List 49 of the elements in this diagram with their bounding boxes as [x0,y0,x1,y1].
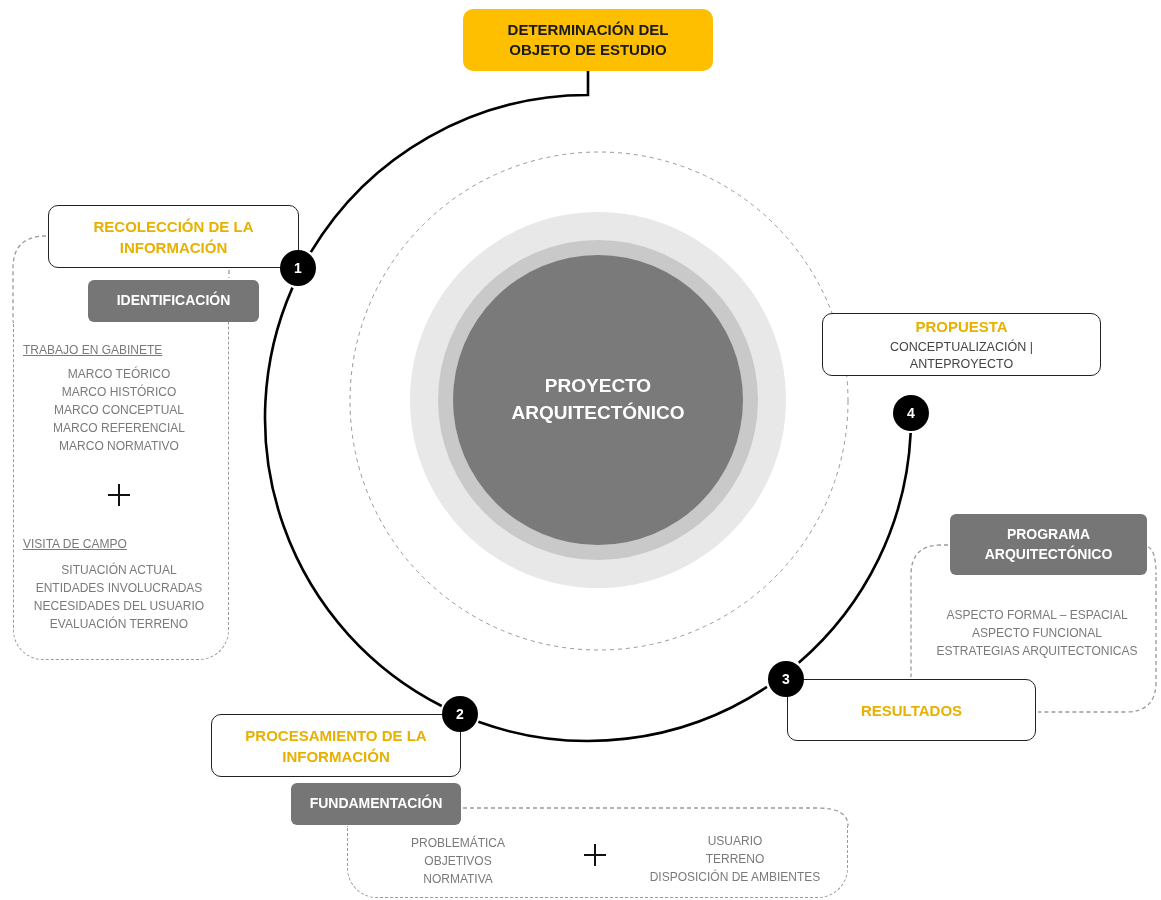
connector-arc [797,432,912,664]
step-number: 3 [782,671,790,687]
list-item: ASPECTO FORMAL – ESPACIAL [946,608,1128,622]
step-number: 4 [907,405,915,421]
connector-arc [309,71,590,253]
list-item: MARCO TEÓRICO [67,367,171,381]
section-heading: VISITA DE CAMPO [23,537,127,551]
step-number-circle [768,661,804,697]
list-item: ESTRATEGIAS ARQUITECTONICAS [936,644,1138,658]
step-number-circle [442,696,478,732]
list-item: MARCO REFERENCIAL [53,421,185,435]
stage-subtitle: CONCEPTUALIZACIÓN | ANTEPROYECTO [889,338,1034,373]
list-item: NORMATIVA [423,872,493,886]
stage-title: DETERMINACIÓN DEL OBJETO DE ESTUDIO [506,19,670,60]
category-label-box [291,783,461,825]
list-item: MARCO NORMATIVO [59,439,179,453]
list-item: SITUACIÓN ACTUAL [61,563,177,577]
list-item: NECESIDADES DEL USUARIO [33,599,205,613]
stage-title: RECOLECCIÓN DE LA INFORMACIÓN [92,216,255,258]
center-title: PROYECTO ARQUITECTÓNICO [510,374,686,425]
connector-arc [478,685,768,743]
section-heading: TRABAJO EN GABINETE [23,343,163,357]
list-item: PROBLEMÁTICA [411,836,505,850]
list-item: ENTIDADES INVOLUCRADAS [35,581,203,595]
start-box [463,9,713,71]
step-number-circle [280,250,316,286]
list-item: OBJETIVOS [424,854,492,868]
category-title: IDENTIFICACIÓN [116,291,231,311]
stage-box [822,313,1101,376]
list-item: ASPECTO FUNCIONAL [972,626,1102,640]
step-number-circle [893,395,929,431]
list-item: MARCO CONCEPTUAL [54,403,184,417]
list-item: TERRENO [705,852,765,866]
stage-title: RESULTADOS [860,700,963,721]
step-number: 2 [456,706,464,722]
list-item: USUARIO [707,834,763,848]
category-title: PROGRAMA ARQUITECTÓNICO [983,524,1114,564]
stage-title: PROCESAMIENTO DE LA INFORMACIÓN [244,725,428,767]
stage-title: PROPUESTA [915,316,1008,337]
dashed-panel [13,322,229,660]
category-label-box [950,514,1147,575]
category-label-box [88,280,259,322]
list-item: DISPOSICIÓN DE AMBIENTES [649,870,821,884]
connector-arc [263,287,443,708]
step-number: 1 [294,260,302,276]
dashed-panel [347,826,848,898]
list-item: MARCO HISTÓRICO [61,385,177,399]
list-item: EVALUACIÓN TERRENO [49,617,189,631]
category-title: FUNDAMENTACIÓN [309,794,443,814]
